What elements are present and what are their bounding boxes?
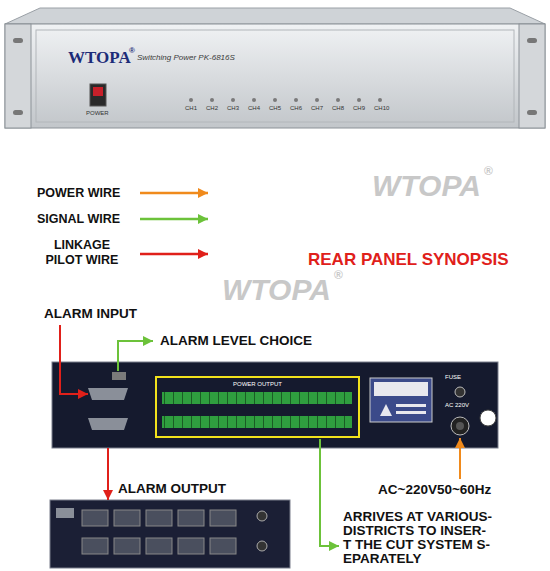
unit-heading: ALARM OUTPUT [118, 481, 226, 497]
legend-samples [140, 193, 208, 254]
watermark: ® [484, 164, 493, 178]
diagram-title: REAR PANEL SYNOPSIS [308, 250, 509, 270]
socket-label: AC 220V [445, 402, 469, 409]
callout-label: ALARM LEVEL CHOICE [160, 333, 312, 349]
callout-label: AC~220V50~60Hz [378, 482, 491, 498]
alarm-unit-drawing [50, 500, 290, 568]
brand-logo: WTOPA [68, 48, 131, 68]
channel-label: CH3 [227, 105, 239, 112]
watermark: ® [334, 268, 343, 282]
fuse-label: FUSE [445, 374, 461, 381]
legend-text: LINKAGE PILOT WIRE [37, 238, 127, 268]
channel-label: CH5 [269, 105, 281, 112]
callout-label: ALARM INPUT [44, 306, 137, 322]
model-name: Switching Power PK-6816S [137, 53, 235, 63]
terminal-block: POWER OUTPUT [155, 376, 360, 438]
rear-panel: POWER OUTPUT FUSE AC 220V [52, 362, 498, 448]
legend-text: POWER WIRE [37, 186, 120, 201]
legend-text: SIGNAL WIRE [37, 212, 120, 227]
linkage-wire [107, 448, 109, 500]
registered-mark: ® [129, 46, 135, 56]
rear-panel-drawing [52, 362, 498, 448]
channel-label: CH2 [206, 105, 218, 112]
switch-label: POWER [86, 110, 109, 117]
alarm-output-unit: ALARM OUTPUT [50, 500, 290, 568]
watermark: WTOPA [222, 272, 331, 308]
channel-label: CH8 [332, 105, 344, 112]
channel-label: CH1 [185, 105, 197, 112]
channel-label: CH9 [353, 105, 365, 112]
channel-label: CH7 [311, 105, 323, 112]
channel-label: CH10 [374, 105, 389, 112]
terminal-heading: POWER OUTPUT [157, 381, 358, 388]
channel-label: CH4 [248, 105, 260, 112]
channel-label: CH6 [290, 105, 302, 112]
front-panel-drawing [5, 8, 545, 128]
watermark: WTOPA [372, 168, 481, 204]
callout-note: ARRIVES AT VARIOUS- DISTRICTS TO INSER- … [343, 510, 496, 566]
